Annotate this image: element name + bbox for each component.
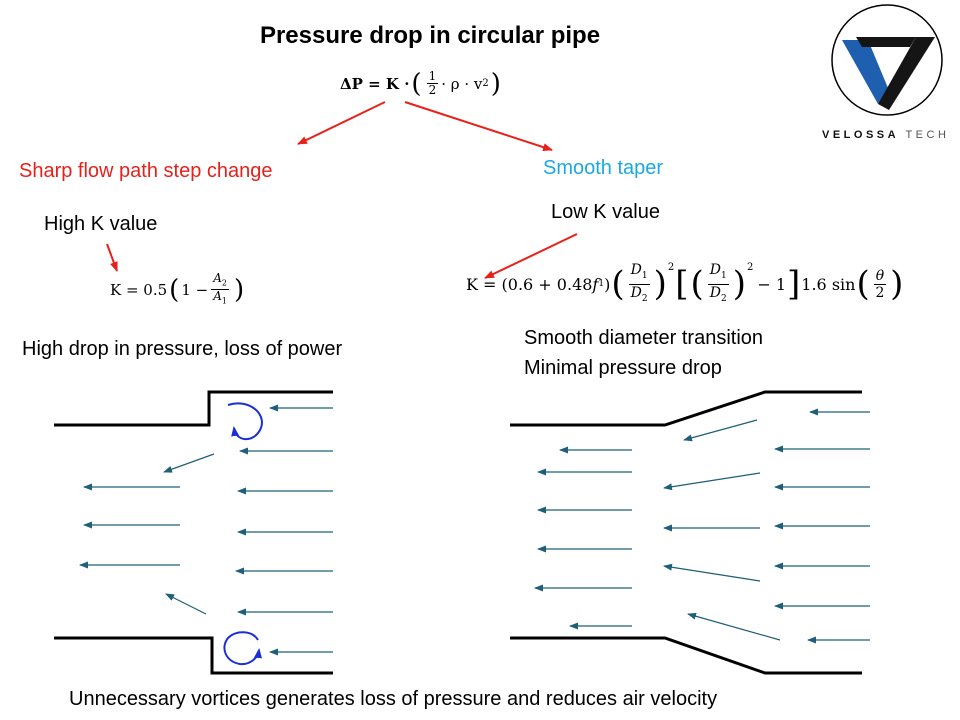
arrow-to-step-change <box>297 101 386 145</box>
page-title: Pressure drop in circular pipe <box>259 22 601 49</box>
paren-close-2: ) <box>732 264 746 305</box>
bracket-open: [ <box>675 264 689 305</box>
paren-open-1: ( <box>611 264 625 305</box>
d1: D <box>630 262 642 278</box>
vortex-swirls <box>223 402 263 666</box>
f-sub: 1 <box>598 279 605 290</box>
half-fraction: 1 2 <box>426 69 439 97</box>
taper-pipe-walls <box>510 390 862 675</box>
minus-one: − 1 <box>757 274 787 294</box>
velossa-logo <box>831 4 943 116</box>
main-formula-lhs: ΔP = K · <box>340 74 410 93</box>
paren-close-1: ) <box>653 264 667 305</box>
rho-v: · ρ · v <box>441 74 483 93</box>
logo-suffix: TECH <box>905 129 950 141</box>
d2: D <box>709 284 721 301</box>
high-k-prefix: K = 0.5 <box>110 280 168 299</box>
logo-brand: VELOSSA <box>822 129 900 141</box>
step-pipe-flow-arrows <box>79 404 333 656</box>
low-k-label: Low K value <box>551 201 660 223</box>
paren-close-3: ) <box>890 264 904 305</box>
logo-circle <box>831 4 943 116</box>
d1-sub: 1 <box>641 270 648 281</box>
d2: D <box>630 284 642 301</box>
paren-open-3: ( <box>856 264 870 305</box>
area-ratio: A2 A1 <box>211 272 229 308</box>
step-pipe-walls <box>54 390 333 675</box>
diameter-ratio-1: D1 D2 <box>628 262 650 307</box>
high-k-label: High K value <box>44 213 158 235</box>
theta: θ <box>875 267 885 284</box>
one-minus: 1 − <box>181 280 209 299</box>
v-exponent: 2 <box>482 78 489 89</box>
logo-wordmark: VELOSSA TECH <box>822 129 949 141</box>
a1: A <box>213 289 222 304</box>
high-k-formula: K = 0.5 ( 1 − A2 A1 ) <box>110 272 246 308</box>
smooth-taper-heading: Smooth taper <box>543 157 664 179</box>
taper-pipe-flow-arrows <box>534 408 870 644</box>
taper-caption-line1: Smooth diameter transition <box>524 327 764 349</box>
theta-half: θ 2 <box>873 267 887 301</box>
lower-vortex <box>223 631 262 666</box>
d2-sub: 2 <box>641 293 648 304</box>
a1-sub: 1 <box>221 296 227 306</box>
a2: A <box>213 271 222 285</box>
half-denominator: 2 <box>428 83 437 97</box>
d1-sub: 1 <box>720 270 727 281</box>
two: 2 <box>875 284 885 301</box>
logo-v-right-stroke <box>878 37 935 110</box>
step-change-caption: High drop in pressure, loss of power <box>22 338 343 360</box>
step-change-heading: Sharp flow path step change <box>19 160 273 182</box>
low-k-prefix: K = (0.6 + 0.48 <box>466 274 593 294</box>
open-paren: ( <box>411 68 422 99</box>
d1: D <box>709 262 721 278</box>
bracket-close: ] <box>787 264 801 305</box>
paren-open-2: ( <box>690 264 704 305</box>
open-paren: ( <box>169 274 180 305</box>
red-pointer-arrows <box>106 101 578 279</box>
square-1: 2 <box>667 262 675 273</box>
diameter-ratio-2: D1 D2 <box>707 262 729 307</box>
close-paren: ) <box>490 68 501 99</box>
upper-vortex <box>227 402 263 441</box>
square-2: 2 <box>746 262 754 273</box>
arrow-to-low-k-formula <box>484 233 578 279</box>
d2-sub: 2 <box>720 293 727 304</box>
f-symbol: f <box>592 274 599 294</box>
close-paren: ) <box>233 274 245 305</box>
half-numerator: 1 <box>426 69 439 84</box>
sin-term: 1.6 sin <box>801 274 856 294</box>
logo-bar <box>856 37 916 47</box>
footer-caption: Unnecessary vortices generates loss of p… <box>69 688 718 710</box>
arrow-to-smooth-taper <box>404 101 553 152</box>
a2-sub: 2 <box>221 278 227 288</box>
prefix-close: ) <box>604 274 611 294</box>
arrow-to-high-k-formula <box>106 243 118 272</box>
taper-caption-line2: Minimal pressure drop <box>524 357 722 379</box>
logo-v-left-stroke <box>842 40 888 104</box>
